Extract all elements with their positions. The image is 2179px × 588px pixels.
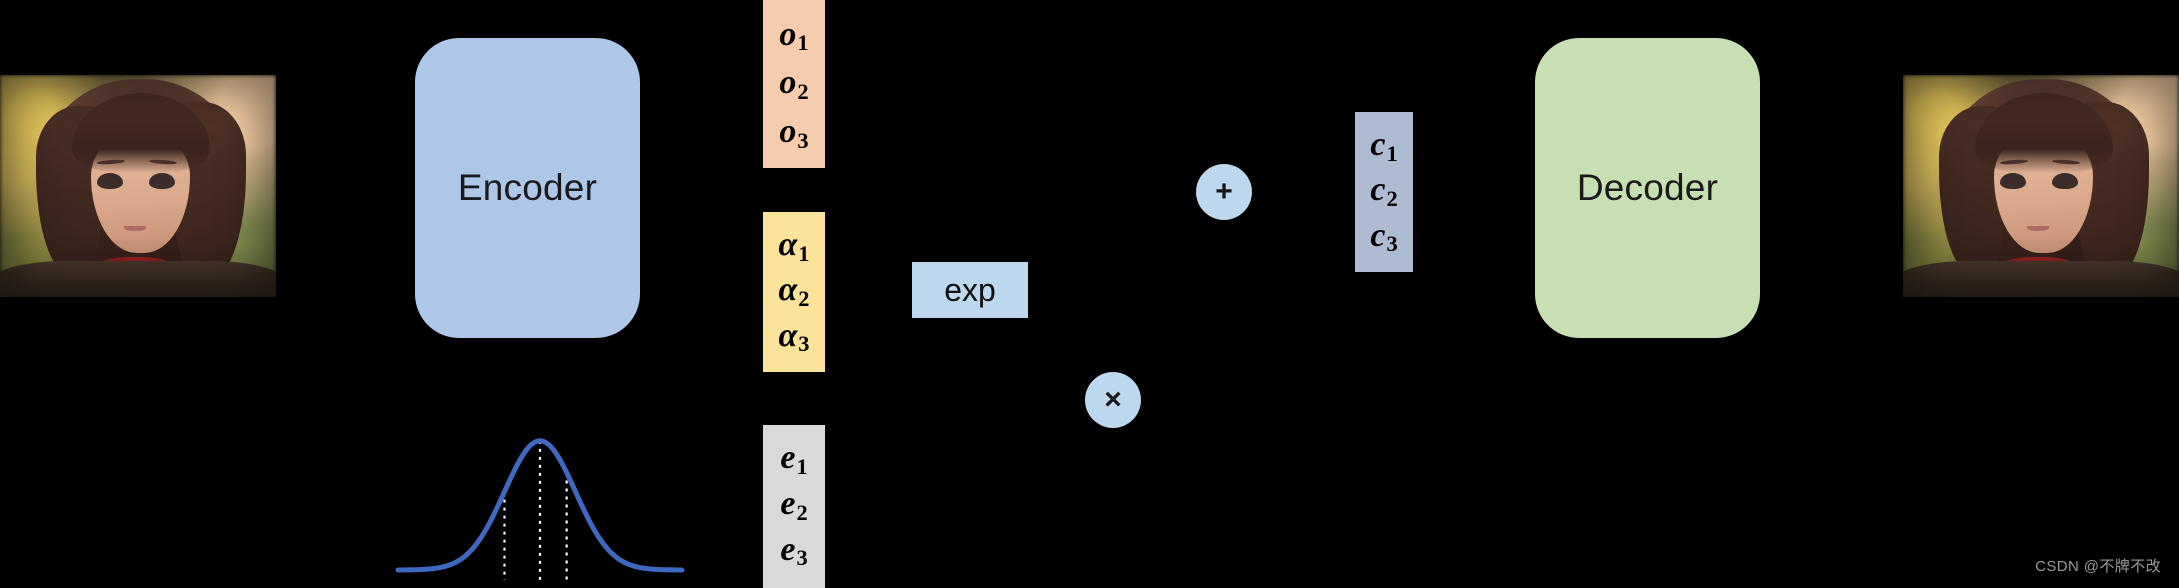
vector-alpha-cell-3: α3: [778, 316, 810, 357]
input-image-eye-left: [96, 172, 123, 190]
multiply-symbol: ×: [1104, 383, 1122, 416]
vector-o-cell-3: o3: [779, 113, 809, 153]
vector-c-cell-1: c1: [1370, 126, 1398, 166]
vector-alpha-cell-1: α1: [778, 226, 810, 266]
vector-e: e1 e2 e3: [763, 425, 825, 588]
vector-e-cell-1: e1: [780, 439, 808, 479]
input-image-vignette: [0, 75, 276, 297]
add-operator: +: [1196, 164, 1252, 220]
output-image-eye-right: [2052, 172, 2079, 190]
vector-c-cell-3: c3: [1370, 216, 1398, 257]
vector-o: o1 o2 o3: [763, 0, 825, 168]
vector-c-cell-2: c2: [1370, 171, 1398, 212]
output-image-mouth: [2027, 225, 2050, 232]
input-image-coat: [0, 261, 276, 297]
input-image-mouth: [124, 225, 147, 232]
output-image-eye-left: [1999, 172, 2026, 190]
output-image-vignette: [1903, 75, 2179, 297]
gaussian-distribution-plot: [395, 438, 685, 580]
vector-o-cell-1: o1: [779, 15, 809, 56]
encoder-label: Encoder: [457, 167, 598, 208]
input-image-eye-right: [149, 172, 176, 190]
vector-e-cell-2: e2: [780, 484, 808, 525]
exp-block: exp: [912, 262, 1028, 318]
gaussian-curve: [395, 438, 685, 573]
exp-label: exp: [944, 271, 996, 308]
vector-alpha-cell-2: α2: [778, 271, 810, 312]
input-image: [0, 75, 276, 297]
vector-o-cell-2: o2: [779, 64, 809, 105]
vector-alpha: α1 α2 α3: [763, 212, 825, 372]
output-image: [1903, 75, 2179, 297]
decoder-block: Decoder: [1535, 38, 1760, 338]
vector-e-cell-3: e3: [780, 530, 808, 571]
output-image-coat: [1903, 261, 2179, 297]
vector-c: c1 c2 c3: [1355, 112, 1413, 272]
multiply-operator: ×: [1085, 372, 1141, 428]
encoder-block: Encoder: [415, 38, 640, 338]
gaussian-marker-lines: [503, 440, 568, 580]
csdn-watermark: CSDN @不牌不改: [2035, 558, 2161, 575]
decoder-label: Decoder: [1576, 167, 1719, 208]
add-symbol: +: [1215, 175, 1233, 208]
